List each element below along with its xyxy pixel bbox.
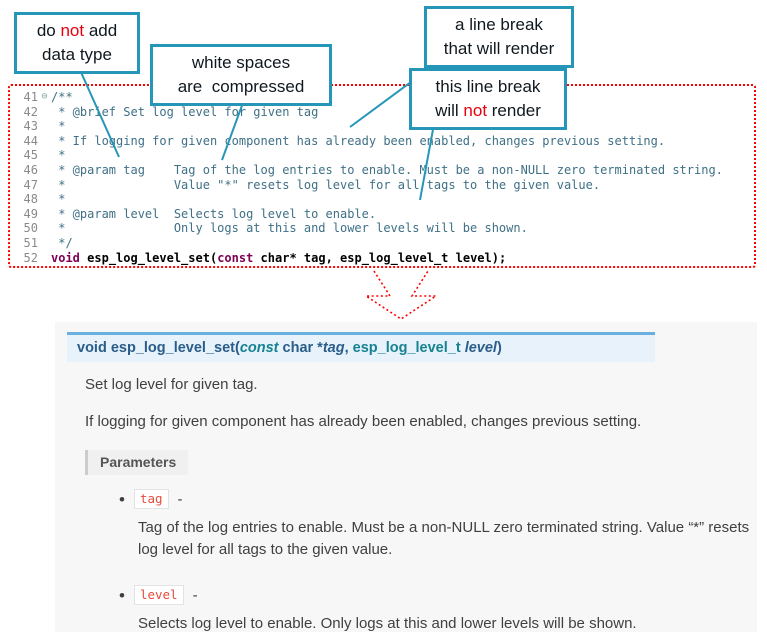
emphasis-red-text: not xyxy=(463,100,488,120)
code-lines: 41⊖/**42 * @brief Set log level for give… xyxy=(12,90,754,265)
line-number: 49 xyxy=(23,206,38,221)
code-text: void esp_log_level_set(const char* tag, … xyxy=(51,250,507,265)
signature-segment: tag xyxy=(322,340,345,356)
signature-segment: void xyxy=(77,340,111,356)
gutter-spacer xyxy=(38,178,51,193)
code-text: * If logging for given component has alr… xyxy=(51,133,666,148)
line-number: 43 xyxy=(23,119,38,134)
line-number: 47 xyxy=(23,177,38,192)
down-arrow-icon xyxy=(363,270,439,320)
callout-text: that will render xyxy=(443,38,555,58)
parameter-item: • tag- Tag of the log entries to enable. M… xyxy=(119,489,757,561)
callout-no-data-type: do not add data type xyxy=(14,12,140,74)
parameters-label: Parameters xyxy=(85,450,189,475)
signature-segment: char * xyxy=(278,340,323,356)
gutter-spacer xyxy=(38,119,51,134)
callout-text: do xyxy=(36,21,61,40)
rendered-docs-panel: void esp_log_level_set(const char *tag, … xyxy=(55,322,757,632)
callout-text: add xyxy=(84,21,118,40)
gutter-spacer xyxy=(38,207,51,222)
bullet-icon: • xyxy=(119,489,125,509)
emphasis-red-text: not xyxy=(60,21,85,40)
param-description: Selects log level to enable. Only logs a… xyxy=(138,615,637,633)
signature-segment: const xyxy=(239,340,279,356)
param-dash: - xyxy=(177,490,183,508)
line-number: 52 xyxy=(23,250,38,265)
callout-text: a line break xyxy=(455,15,543,34)
code-line: 42 * @brief Set log level for given tag xyxy=(12,105,754,120)
code-text: /** xyxy=(51,90,73,104)
signature-segment: esp_log_level_t xyxy=(352,340,465,356)
line-number: 50 xyxy=(23,221,38,236)
code-line: 46 * @param tag Tag of the log entries t… xyxy=(12,163,754,178)
gutter-spacer xyxy=(38,251,51,266)
code-text: * xyxy=(51,148,66,163)
code-text: * Value "*" resets log level for all tag… xyxy=(51,177,601,192)
function-signature: void esp_log_level_set(const char *tag, … xyxy=(67,332,655,362)
param-dash: - xyxy=(192,586,198,604)
code-line: 47 * Value "*" resets log level for all … xyxy=(12,178,754,193)
code-text: * @param tag Tag of the log entries to e… xyxy=(51,162,723,177)
signature-segment: level xyxy=(464,340,497,356)
code-text: * @brief Set log level for given tag xyxy=(51,104,319,119)
gutter-spacer xyxy=(38,105,51,120)
code-line: 45 * xyxy=(12,148,754,163)
code-line: 43 * xyxy=(12,119,754,134)
brief-text: Set log level for given tag. xyxy=(85,376,258,393)
line-number: 51 xyxy=(23,235,38,250)
code-line: 49 * @param level Selects log level to e… xyxy=(12,207,754,222)
callout-break-not-render: this line break will not render xyxy=(409,68,567,130)
param-description: Tag of the log entries to enable. Must b… xyxy=(138,519,750,559)
gutter-spacer xyxy=(38,236,51,251)
gutter-spacer xyxy=(38,163,51,178)
callout-text: render xyxy=(487,100,541,120)
parameter-head: • level- xyxy=(119,585,757,606)
line-number: 42 xyxy=(23,104,38,119)
line-number: 41 xyxy=(23,90,38,104)
callout-text: white spaces xyxy=(191,53,291,72)
gutter-spacer xyxy=(38,221,51,236)
code-line: 51 */ xyxy=(12,236,754,251)
code-text: * Only logs at this and lower levels wil… xyxy=(51,221,528,236)
signature-segment: esp_log_level_set xyxy=(110,340,235,356)
callout-text: data type xyxy=(42,44,112,64)
code-text: * xyxy=(51,119,66,134)
signature-segment: ( xyxy=(234,340,240,356)
parameters-list: •tag-Tag of the log entries to enable. M… xyxy=(119,489,757,636)
description-text: If logging for given component has alrea… xyxy=(85,413,642,430)
code-line: 50 * Only logs at this and lower levels … xyxy=(12,221,754,236)
bullet-icon: • xyxy=(119,585,125,605)
code-line: 48 * xyxy=(12,192,754,207)
gutter-spacer xyxy=(38,134,51,149)
code-text: * @param level Selects log level to enab… xyxy=(51,206,377,221)
code-editor-panel: 41⊖/**42 * @brief Set log level for give… xyxy=(8,84,756,268)
code-line: 52 void esp_log_level_set(const char* tag… xyxy=(12,251,754,266)
param-name-literal: level xyxy=(133,585,184,606)
line-number: 46 xyxy=(23,162,38,177)
callout-text: will xyxy=(435,100,464,120)
line-number: 45 xyxy=(23,148,38,163)
callout-text: this line break xyxy=(435,77,541,96)
code-text: */ xyxy=(51,235,73,250)
callout-break-renders: a line break that will render xyxy=(424,6,574,68)
code-line: 44 * If logging for given component has … xyxy=(12,134,754,149)
signature-segment: , xyxy=(344,340,353,356)
line-number: 44 xyxy=(23,133,38,148)
gutter-spacer xyxy=(38,192,51,207)
code-text: * xyxy=(51,192,66,207)
parameter-head: • tag- xyxy=(119,489,757,509)
gutter-spacer xyxy=(38,148,51,163)
fold-minus-icon: ⊖ xyxy=(41,91,48,102)
line-number: 48 xyxy=(23,192,38,207)
param-name-literal: tag xyxy=(133,489,169,509)
callout-whitespace-compressed: white spaces are compressed xyxy=(150,44,332,106)
parameter-item: • level- Selects log level to enable. Only… xyxy=(119,585,757,635)
signature-segment: ) xyxy=(496,340,502,356)
code-line: 41⊖/** xyxy=(12,90,754,105)
callout-text: are compressed xyxy=(177,76,305,96)
